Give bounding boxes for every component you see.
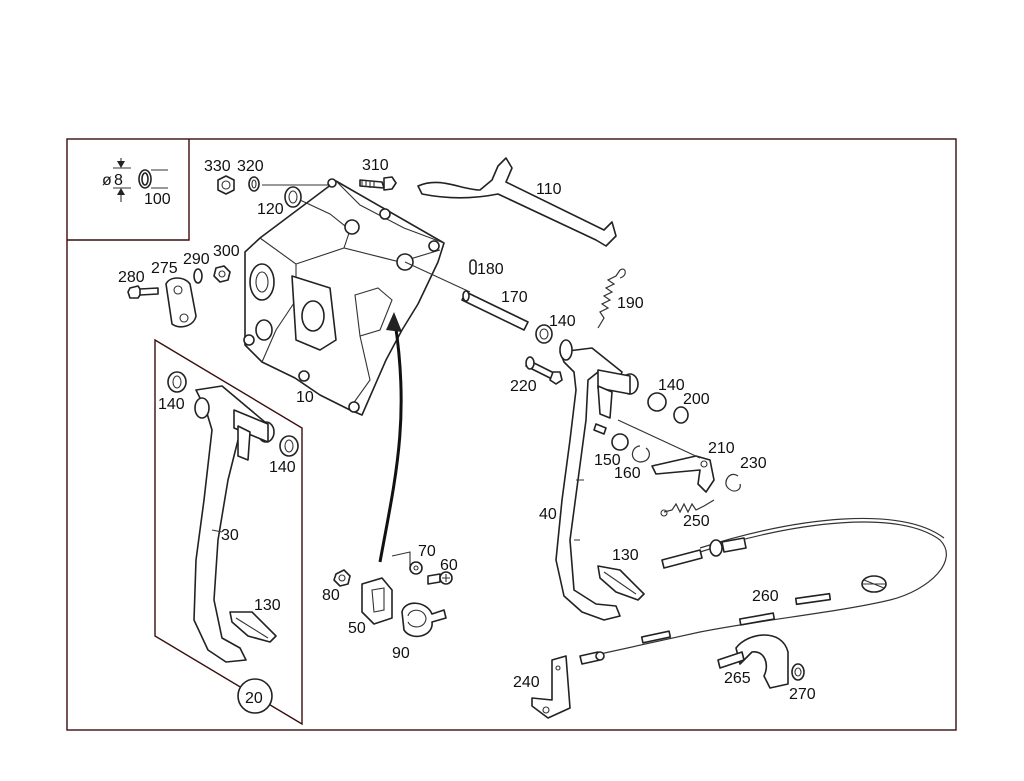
brake-pedal-30 [193,385,275,663]
pedal-bracket-housing [243,178,445,416]
callout-150: 150 [594,452,621,469]
callout-120: 120 [257,201,284,218]
bushing-140-left-b [279,435,299,457]
callout-50: 50 [348,620,366,637]
callout-130-right: 130 [612,547,639,564]
callout-160: 160 [614,465,641,482]
callout-230: 230 [740,455,767,472]
callout-260: 260 [752,588,779,605]
callout-310: 310 [362,157,389,174]
callout-330: 330 [204,158,231,175]
callout-140-left-b: 140 [269,459,296,476]
clip-160 [631,445,650,463]
cap-200 [673,406,689,424]
bushing-140-upper-right [535,324,553,344]
spring-250 [660,499,715,517]
callout-280: 280 [118,269,145,286]
diagram-frame [66,138,957,731]
plate-275 [165,277,197,328]
callout-140-right: 140 [658,377,685,394]
callout-30: 30 [221,527,239,544]
callout-290: 290 [183,251,210,268]
lever-210 [617,419,715,493]
callout-270: 270 [789,686,816,703]
callout-90: 90 [392,645,410,662]
washer-270 [791,663,805,681]
group-callout-circle [237,678,273,714]
callout-140-left-a: 140 [158,396,185,413]
bolt-220 [525,356,563,385]
spring-190 [597,268,626,329]
nut-300 [213,265,231,283]
callout-70: 70 [418,543,436,560]
clutch-pedal-40 [555,339,639,621]
assembly-arrow [378,312,403,563]
callout-240: 240 [513,674,540,691]
washer-70 [409,561,423,575]
bushing-120 [262,184,330,208]
pin-150 [593,423,607,435]
bushing-140-left-a [167,371,187,393]
bushing-150 [611,433,629,451]
nut-80 [333,569,351,587]
bolt-280 [127,285,159,299]
clip-230 [725,473,741,492]
callout-140-upper-right: 140 [549,313,576,330]
callout-20: 20 [245,690,263,707]
inset-detail: ø 8 100 [67,139,190,241]
callout-60: 60 [440,557,458,574]
callout-110: 110 [536,181,562,198]
callout-180: 180 [477,261,504,278]
bolt-310 [359,176,397,191]
callout-220: 220 [510,378,537,395]
pin-180 [469,259,477,275]
callout-80: 80 [322,587,340,604]
washer-290 [193,268,203,284]
inset-part-number: 100 [144,191,171,208]
callout-40: 40 [539,506,557,523]
callout-130-left: 130 [254,597,281,614]
callout-190: 190 [617,295,644,312]
washer-320 [248,176,260,192]
callout-10: 10 [296,389,314,406]
clamp-265 [717,634,789,689]
callout-200: 200 [683,391,710,408]
callout-170: 170 [501,289,528,306]
brake-pedal-group-20 [154,338,303,726]
bracket-50 [361,551,411,625]
clamp-90 [401,602,447,638]
callout-320: 320 [237,158,264,175]
callout-210: 210 [708,440,735,457]
cable-260 [579,517,947,665]
pedal-pad-130-left [229,611,277,643]
screw-60 [427,571,453,585]
bracket-240 [531,655,571,719]
bushing-140-right [647,392,667,412]
callout-275: 275 [151,260,178,277]
pedal-pad-130-right [597,565,645,601]
shaft-170 [404,261,529,331]
nut-330 [217,175,235,195]
diameter-symbol: ø [102,172,112,189]
rod-110 [417,157,617,247]
callout-250: 250 [683,513,710,530]
callout-300: 300 [213,243,240,260]
diameter-value: 8 [114,172,123,189]
callout-265: 265 [724,670,751,687]
